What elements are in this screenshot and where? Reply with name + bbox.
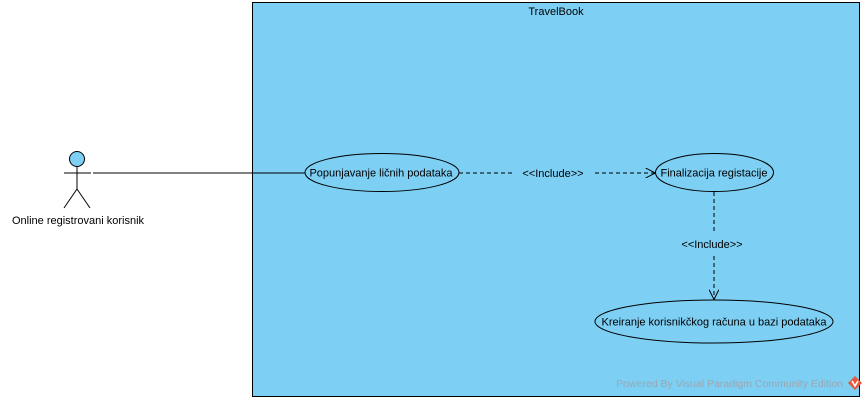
watermark-text: Powered By Visual Paradigm Community Edi… [616, 378, 843, 390]
actor-name: Online registrovani korisnik [12, 215, 145, 227]
use-case-create-account-ellipse[interactable] [594, 299, 834, 344]
use-case-personal-data-ellipse[interactable] [304, 153, 460, 192]
system-title: TravelBook [528, 6, 584, 18]
include-label-1: <<Include>> [522, 168, 583, 180]
include-relation-2: <<Include>> [681, 192, 743, 299]
actor-head [69, 151, 85, 167]
use-case-create-account-label: Kreiranje korisnikčkog računa u bazi pod… [601, 317, 827, 329]
use-case-create-account[interactable]: Kreiranje korisnikčkog računa u bazi pod… [594, 299, 834, 344]
use-case-finalize-label: Finalizacija registacije [661, 168, 768, 180]
use-case-personal-data-label: Popunjavanje ličnih podataka [309, 168, 453, 180]
include-label-2: <<Include>> [681, 239, 742, 251]
actor: Online registrovani korisnik [12, 151, 145, 227]
visual-paradigm-logo-icon [848, 376, 862, 390]
use-case-personal-data[interactable]: Popunjavanje ličnih podataka [304, 153, 460, 192]
actor-right-leg [76, 188, 91, 209]
actor-left-leg [63, 188, 78, 209]
watermark: Powered By Visual Paradigm Community Edi… [616, 376, 862, 390]
system-boundary: TravelBook [252, 2, 860, 397]
use-case-finalize-ellipse[interactable] [655, 153, 774, 192]
include-relation-1: <<Include>> [459, 168, 655, 180]
use-case-finalize[interactable]: Finalizacija registacije [655, 153, 774, 192]
